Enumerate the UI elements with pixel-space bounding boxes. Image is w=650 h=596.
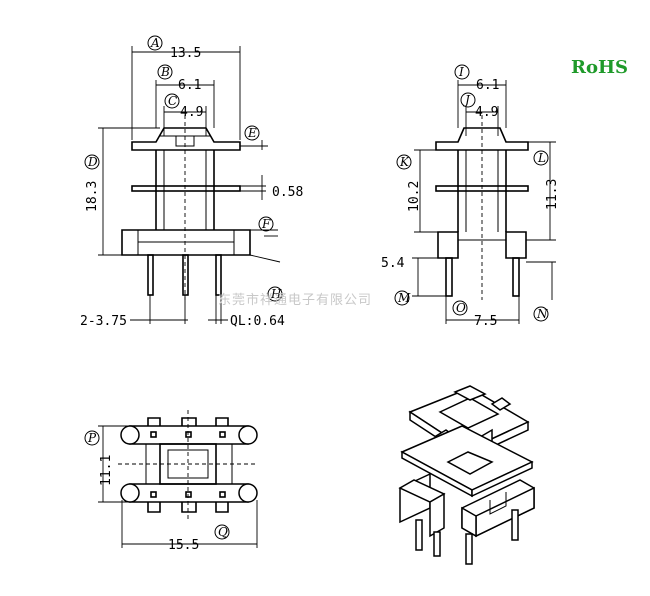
marker-p: P <box>87 431 97 445</box>
marker-l: L <box>537 151 546 165</box>
marker-a: A <box>150 36 160 50</box>
dim-18-3: 18.3 <box>85 181 100 212</box>
dim-15-5: 15.5 <box>168 538 199 553</box>
dim-pin-size: QL:0.64 <box>230 314 285 329</box>
dim-13-5: 13.5 <box>170 46 201 61</box>
bottom-view: P 11.1 Q 15.5 <box>84 410 258 553</box>
dim-11-3: 11.3 <box>545 179 560 210</box>
dim-11-1: 11.1 <box>99 455 114 486</box>
front-view: A 13.5 B 6.1 C 4.9 D 18.3 E 0.58 <box>80 35 303 329</box>
dim-7-5: 7.5 <box>474 314 497 329</box>
dim-10-2: 10.2 <box>407 181 422 212</box>
marker-o: O <box>456 301 466 315</box>
dim-side-4-9: 4.9 <box>475 105 498 120</box>
marker-n: N <box>536 307 548 321</box>
marker-c: C <box>168 94 177 108</box>
bobbin-3d-icon <box>398 385 535 565</box>
marker-e: E <box>247 126 257 140</box>
marker-b: B <box>160 65 170 79</box>
marker-q: Q <box>218 525 228 539</box>
dim-6-1: 6.1 <box>178 78 201 93</box>
front-top-flange <box>131 127 241 151</box>
dim-0-58: 0.58 <box>272 185 303 200</box>
front-pins <box>147 254 222 296</box>
dim-side-6-1: 6.1 <box>476 78 499 93</box>
marker-m: M <box>397 291 411 305</box>
rohs-badge: RoHS <box>571 57 628 78</box>
side-view: I 6.1 J 4.9 K 10.2 L 11.3 5.4 M <box>381 64 560 329</box>
bottom-pin-holes <box>150 431 226 498</box>
marker-f: F <box>261 217 271 231</box>
marker-k: K <box>399 155 410 169</box>
dim-5-4: 5.4 <box>381 256 405 271</box>
side-top-flange <box>435 127 529 151</box>
side-pin-right <box>512 257 520 297</box>
watermark: 东莞市祥通电子有限公司 <box>218 292 372 308</box>
marker-d: D <box>87 155 98 169</box>
marker-h: H <box>270 287 282 301</box>
marker-i: I <box>458 65 464 79</box>
front-mid-flange <box>131 185 241 192</box>
dim-4-9: 4.9 <box>180 105 203 120</box>
marker-j: J <box>462 93 471 107</box>
marker-a-circle <box>147 35 163 51</box>
side-pin-left <box>445 257 453 297</box>
dim-pin-pitch: 2-3.75 <box>80 314 127 329</box>
